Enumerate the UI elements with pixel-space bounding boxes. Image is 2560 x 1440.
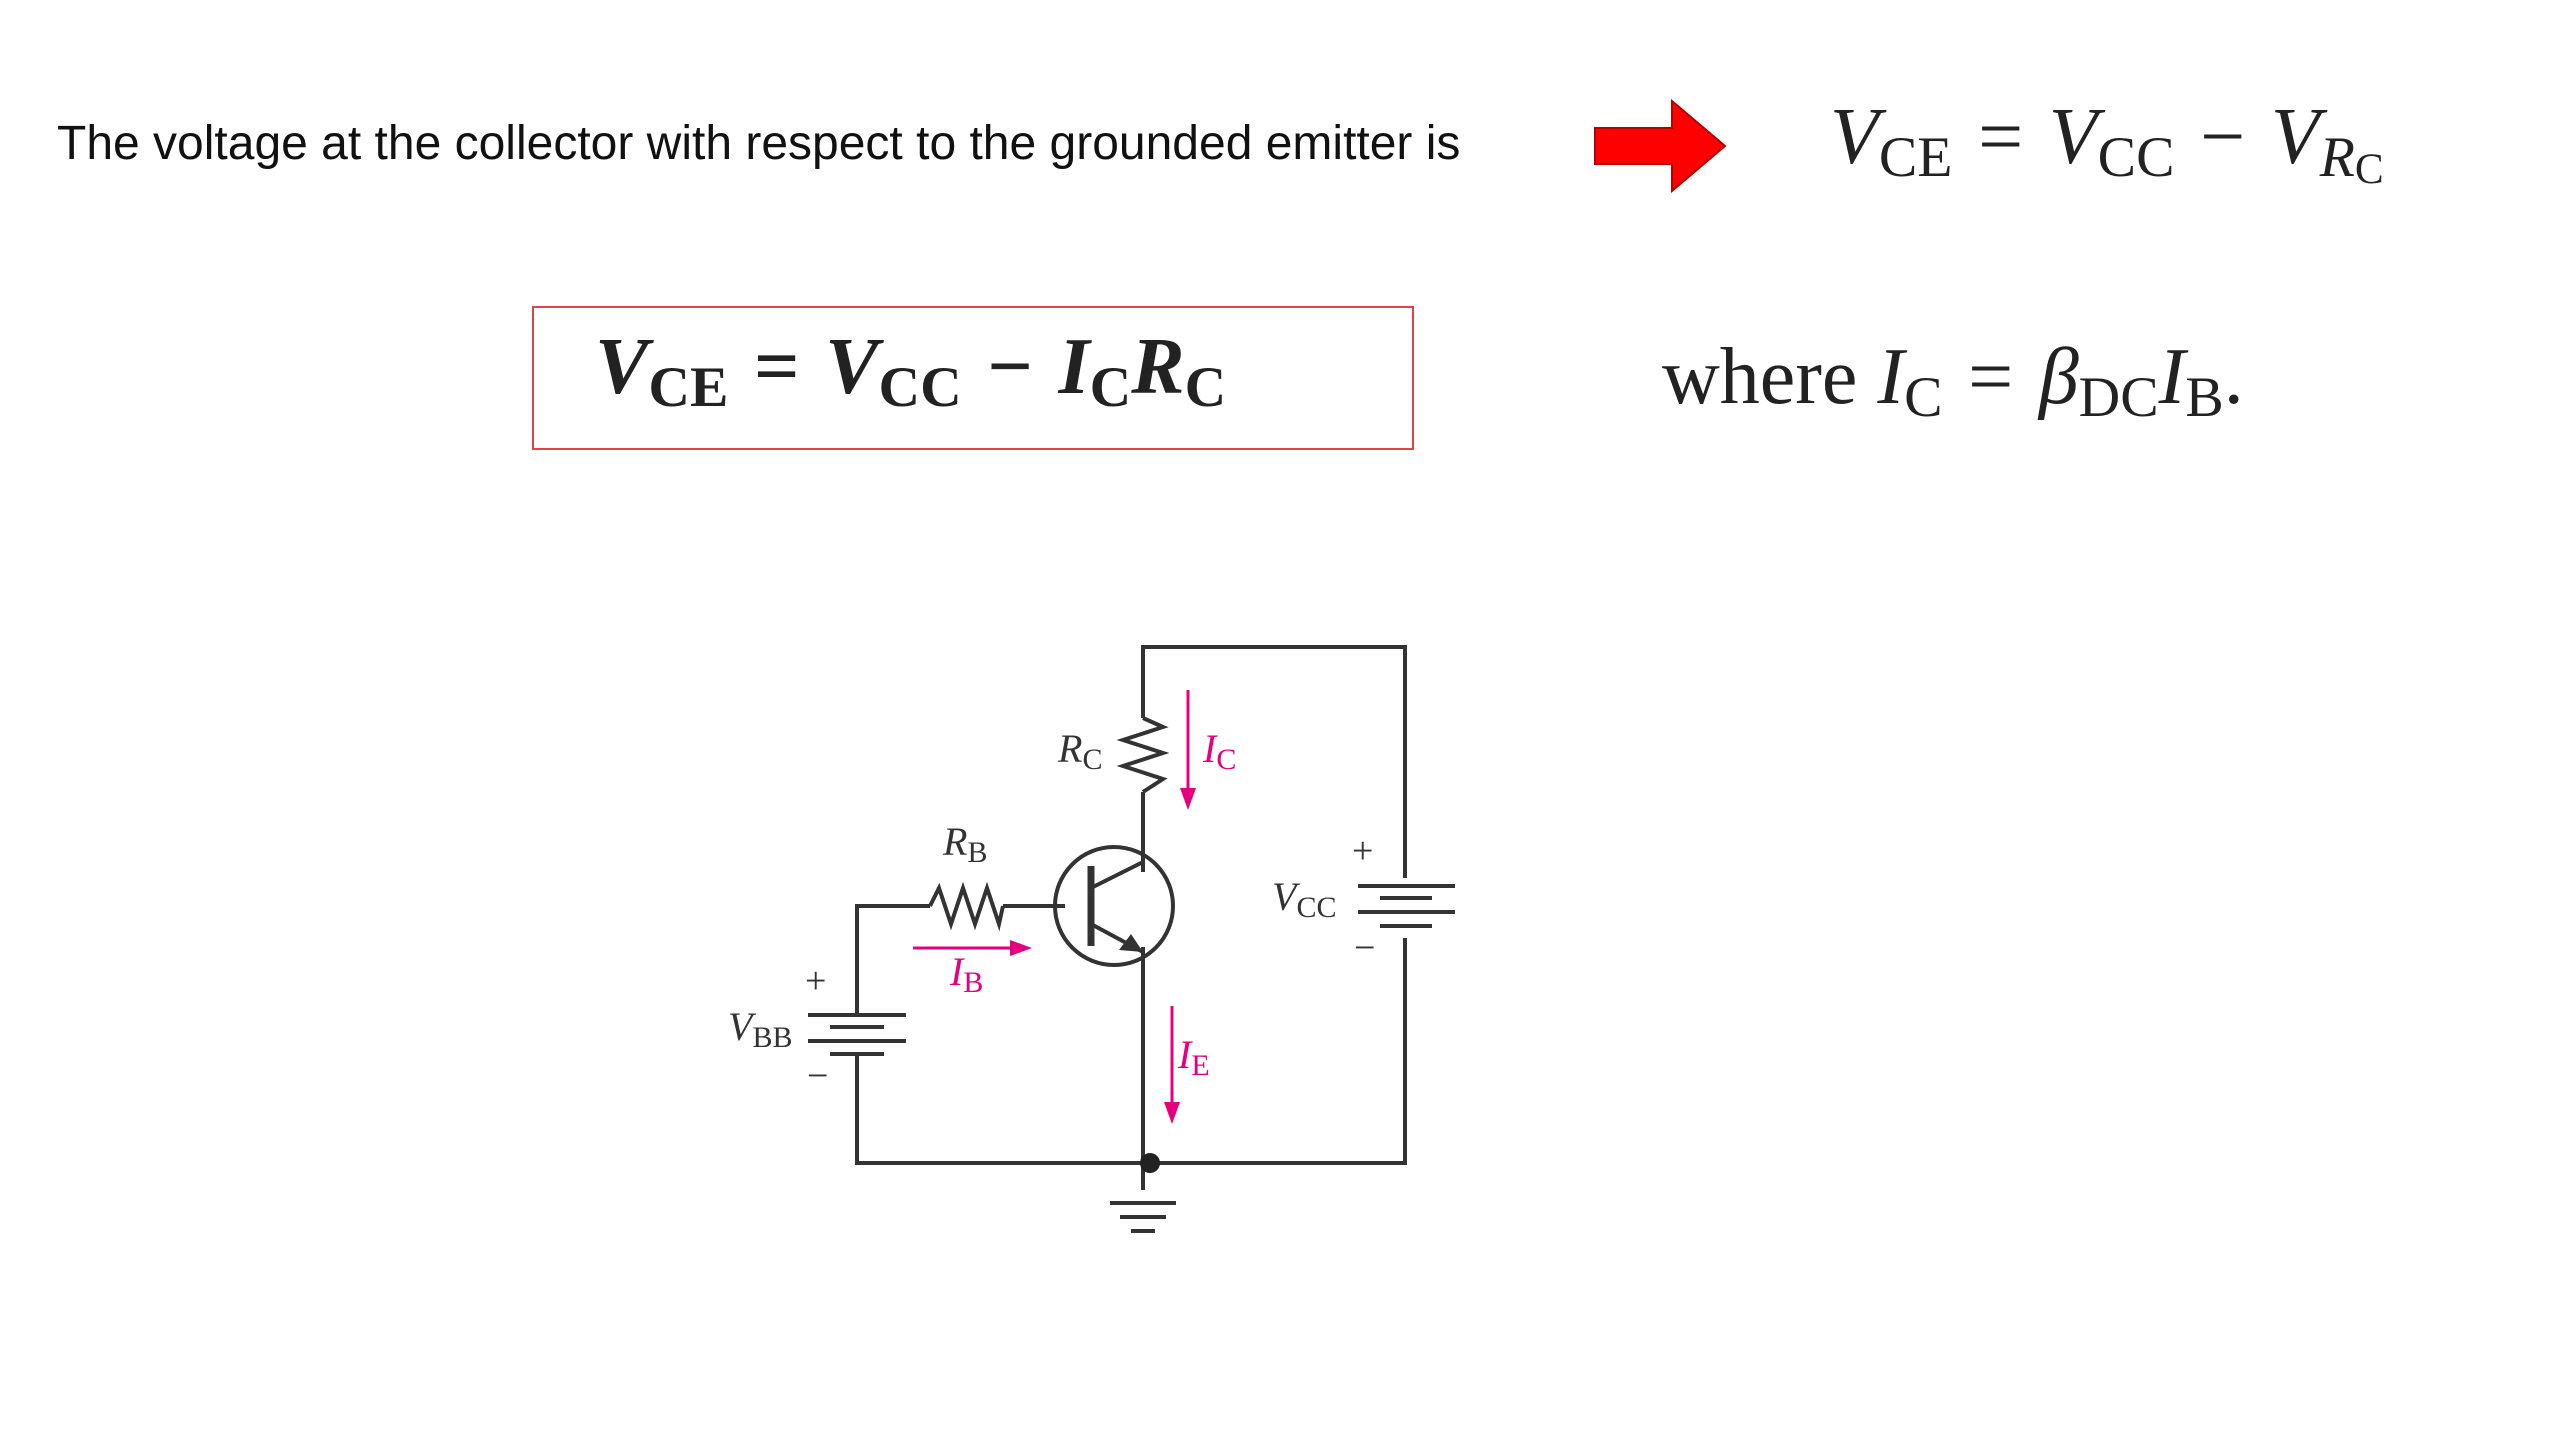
eq2-r-sub: C bbox=[1184, 355, 1227, 419]
eq1-t1-v: V bbox=[2048, 93, 2098, 181]
vcc-minus-sign: − bbox=[1354, 927, 1375, 969]
right-arrow-icon bbox=[1594, 98, 1727, 194]
eq3-beta-sub: DC bbox=[2078, 365, 2159, 429]
ib-arrowhead bbox=[1010, 940, 1032, 956]
arrow-shape bbox=[1594, 98, 1727, 194]
eq3-where: where bbox=[1662, 333, 1858, 421]
eq3-ib-v: I bbox=[2158, 333, 2186, 421]
circuit-diagram: RC IC RB IB IE VCC VBB + − + − bbox=[728, 645, 1455, 1233]
label-vcc: VCC bbox=[1272, 874, 1336, 924]
label-rc: RC bbox=[1057, 726, 1102, 776]
eq2-r-v: R bbox=[1131, 323, 1185, 411]
eq2-t1-v: V bbox=[825, 323, 879, 411]
label-ib: IB bbox=[949, 949, 983, 999]
eq2-i-v: I bbox=[1058, 323, 1090, 411]
label-ie: IE bbox=[1177, 1032, 1210, 1082]
eq1-equals: = bbox=[1978, 93, 2024, 181]
eq2-i-sub: C bbox=[1089, 355, 1132, 419]
emitter-arrowhead bbox=[1119, 934, 1143, 952]
ie-arrowhead bbox=[1164, 1102, 1180, 1124]
label-ic: IC bbox=[1202, 726, 1236, 776]
label-rb: RB bbox=[942, 819, 987, 869]
equation-vce-vcc-icrc: VCE=VCC−ICRC bbox=[595, 322, 1226, 419]
eq1-lhs-v: V bbox=[1830, 93, 1879, 181]
eq1-t2-sub-v: R bbox=[2319, 125, 2355, 189]
eq1-t2-v: V bbox=[2270, 93, 2320, 181]
eq3-beta: β bbox=[2038, 333, 2079, 421]
ic-arrowhead bbox=[1180, 788, 1196, 810]
eq1-t1-sub: CC bbox=[2097, 125, 2175, 189]
highlight-box bbox=[532, 306, 1414, 450]
intro-text: The voltage at the collector with respec… bbox=[57, 117, 1461, 170]
eq3-i-v: I bbox=[1877, 333, 1905, 421]
eq1-lhs-sub: CE bbox=[1878, 125, 1953, 189]
transistor-circle bbox=[1053, 845, 1175, 967]
eq2-minus: − bbox=[987, 323, 1033, 411]
equation-ic-beta-ib: where IC=βDCIB. bbox=[1662, 332, 2244, 429]
label-vbb: VBB bbox=[728, 1004, 792, 1054]
eq3-period: . bbox=[2223, 333, 2244, 421]
vbb-minus-sign: − bbox=[807, 1055, 828, 1097]
eq3-equals: = bbox=[1968, 333, 2014, 421]
eq2-equals: = bbox=[753, 323, 800, 411]
wire-left-bottom bbox=[855, 1052, 1150, 1165]
transistor-collector-lead bbox=[1090, 860, 1144, 890]
ground-junction-dot bbox=[1140, 1153, 1160, 1173]
wire-vcc-bottom bbox=[1150, 938, 1407, 1165]
vbb-plus-sign: + bbox=[805, 960, 826, 1002]
wire-vbb-top bbox=[855, 904, 930, 1015]
vcc-plus-sign: + bbox=[1352, 830, 1373, 872]
eq2-t1-sub: CC bbox=[878, 355, 962, 419]
eq2-lhs-sub: CE bbox=[648, 355, 729, 419]
eq1-minus: − bbox=[2200, 93, 2246, 181]
eq2-lhs-v: V bbox=[595, 323, 649, 411]
eq1-t2-sub-sub: C bbox=[2354, 146, 2384, 194]
resistor-rb bbox=[928, 881, 1005, 932]
eq3-i-sub: C bbox=[1904, 365, 1943, 429]
wire-top bbox=[1141, 645, 1407, 878]
equation-vce-vcc-vrc: VCE=VCC−VRC bbox=[1830, 92, 2384, 193]
resistor-rc bbox=[1116, 716, 1170, 794]
eq3-ib-sub: B bbox=[2185, 365, 2224, 429]
